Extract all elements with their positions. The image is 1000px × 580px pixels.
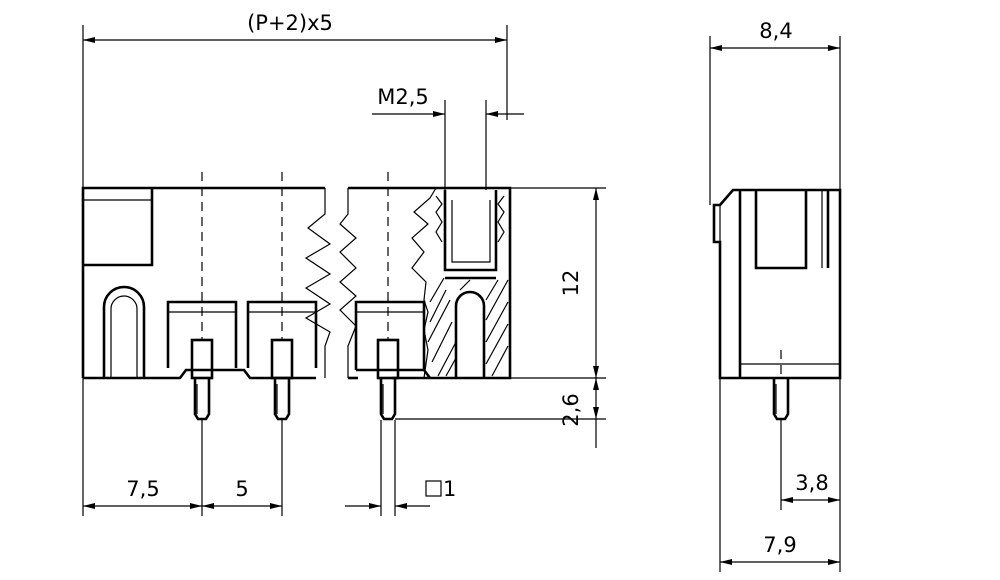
pin-1 <box>190 338 214 421</box>
dim-pin-offset-side: 3,8 <box>795 471 828 495</box>
front-dimensions: (P+2)x5 M2,5 12 2,6 7,5 5 1 <box>82 11 606 516</box>
break-line-left <box>304 188 332 378</box>
section-hatching <box>427 277 509 377</box>
side-view <box>712 188 842 421</box>
front-view <box>81 172 512 421</box>
side-body-outline <box>712 188 842 380</box>
front-arch-slot <box>102 285 146 378</box>
dim-depth-bottom: 7,9 <box>763 533 796 557</box>
dim-first-offset: 7,5 <box>126 477 159 501</box>
pin-pocket-3 <box>354 300 426 370</box>
square-symbol <box>425 480 442 497</box>
screw-thread-right <box>497 195 505 243</box>
front-body-left-bottom <box>83 368 316 380</box>
front-top-recess <box>83 188 154 267</box>
dim-pitch: 5 <box>235 477 248 501</box>
front-body-right-top <box>348 186 512 380</box>
screw-hole <box>443 190 498 272</box>
dim-thread: M2,5 <box>377 85 429 109</box>
pin-3 <box>376 338 400 421</box>
section-contact-slot <box>454 290 486 378</box>
pin-2 <box>270 338 294 421</box>
side-pin <box>772 378 790 421</box>
screw-thread-left <box>435 195 443 243</box>
dim-overall-width: (P+2)x5 <box>247 11 333 35</box>
front-arch-slot-inner <box>110 295 138 378</box>
side-dimensions: 8,4 3,8 7,9 <box>709 19 841 572</box>
break-line-right <box>339 188 357 378</box>
dim-pin-square: 1 <box>443 477 456 501</box>
pin-pocket-2 <box>246 300 318 368</box>
front-body-left <box>81 186 325 378</box>
pin-pocket-1 <box>166 300 238 368</box>
side-window <box>754 190 808 270</box>
screw-hole-inner <box>451 200 491 263</box>
dim-height: 12 <box>559 270 583 297</box>
section-jag <box>411 187 437 379</box>
dim-pin-length: 2,6 <box>559 393 583 426</box>
dim-depth-top: 8,4 <box>759 19 792 43</box>
